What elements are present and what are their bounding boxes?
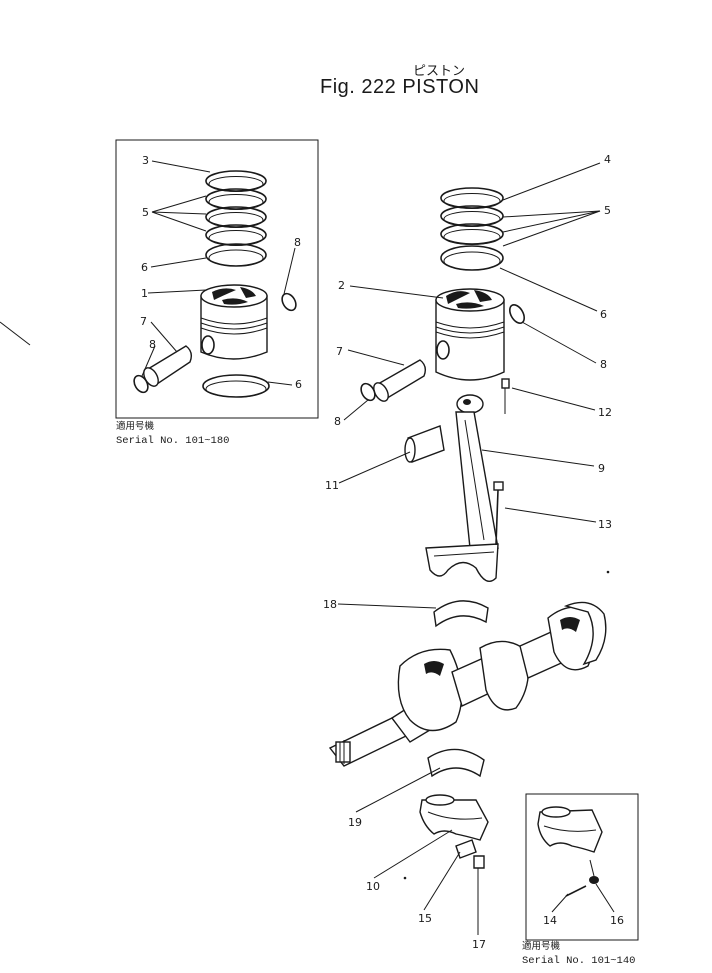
lower-bearing-shell xyxy=(427,748,485,778)
bearing-cap xyxy=(419,794,489,841)
snap-ring-main-b xyxy=(508,304,526,324)
callout-16: 16 xyxy=(610,914,624,927)
leaders-right-inset xyxy=(551,859,615,913)
callout-5-main: 5 xyxy=(604,204,611,217)
figure-title: Fig. 222 PISTON xyxy=(320,76,480,98)
callout-5-left: 5 xyxy=(142,206,149,219)
bearing-cap-inset xyxy=(537,806,603,853)
pin-inset xyxy=(565,885,587,897)
callout-7-main: 7 xyxy=(336,345,343,358)
inset-left-serial-caption: 適用号機 Serial No. 101~180 xyxy=(116,420,229,448)
snap-ring-left-b xyxy=(281,292,297,312)
piston-main xyxy=(435,288,505,381)
callout-1: 1 xyxy=(141,287,148,300)
callout-4: 4 xyxy=(604,153,611,166)
callout-9: 9 xyxy=(598,462,605,475)
inset-left-serial-number: Serial No. 101~180 xyxy=(116,435,230,447)
snap-ring-left-a xyxy=(133,374,149,394)
callout-8-left-top: 8 xyxy=(294,236,301,249)
leaders-left xyxy=(141,160,296,386)
piston-rings-left xyxy=(205,170,267,267)
nut-inset xyxy=(589,876,599,884)
callout-6-left-bottom: 6 xyxy=(295,378,302,391)
inset-right-applicable-label: 適用号機 xyxy=(522,941,561,952)
callout-18: 18 xyxy=(323,598,337,611)
callout-8-main-left: 8 xyxy=(334,415,341,428)
nut xyxy=(473,855,485,869)
snap-ring-main-a xyxy=(360,382,376,402)
small-end-bushing xyxy=(404,425,445,463)
ring-top-left xyxy=(205,170,267,192)
upper-bearing-shell xyxy=(433,600,489,628)
callout-13: 13 xyxy=(598,518,612,531)
callout-6-left-top: 6 xyxy=(141,261,148,274)
callout-6-main: 6 xyxy=(600,308,607,321)
callout-8-left-bottom: 8 xyxy=(149,338,156,351)
callout-8-main-right: 8 xyxy=(600,358,607,371)
scan-dot xyxy=(606,570,610,574)
oil-jet-plug xyxy=(501,378,510,414)
inset-right-serial-number: Serial No. 101~140 xyxy=(522,955,636,967)
callout-12: 12 xyxy=(598,406,612,419)
inset-right-serial-caption: 適用号機 Serial No. 101~140 xyxy=(522,940,635,968)
callout-14: 14 xyxy=(543,914,557,927)
piston-left xyxy=(200,284,268,360)
callout-7-left: 7 xyxy=(140,315,147,328)
leaders-main xyxy=(337,162,601,935)
ring-top-main xyxy=(440,187,504,209)
figure-title-japanese: ピストン xyxy=(413,64,466,79)
scan-dot xyxy=(403,876,407,880)
inset-frame-left xyxy=(115,139,319,419)
callout-11: 11 xyxy=(325,479,339,492)
piston-rings-main xyxy=(440,187,504,271)
callout-10: 10 xyxy=(366,880,380,893)
inset-frame-right xyxy=(525,793,639,941)
callout-2: 2 xyxy=(338,279,345,292)
crankshaft xyxy=(328,601,607,767)
inset-left-applicable-label: 適用号機 xyxy=(116,421,155,432)
piston-pin-main xyxy=(373,359,427,402)
scan-mark xyxy=(0,321,31,346)
callout-17: 17 xyxy=(472,938,486,951)
lock-plate xyxy=(455,839,477,859)
callout-19: 19 xyxy=(348,816,362,829)
callout-15: 15 xyxy=(418,912,432,925)
piston-pin-left xyxy=(143,345,193,388)
callout-3: 3 xyxy=(142,154,149,167)
connecting-rod xyxy=(425,394,499,582)
connecting-rod-bolt xyxy=(493,481,504,546)
